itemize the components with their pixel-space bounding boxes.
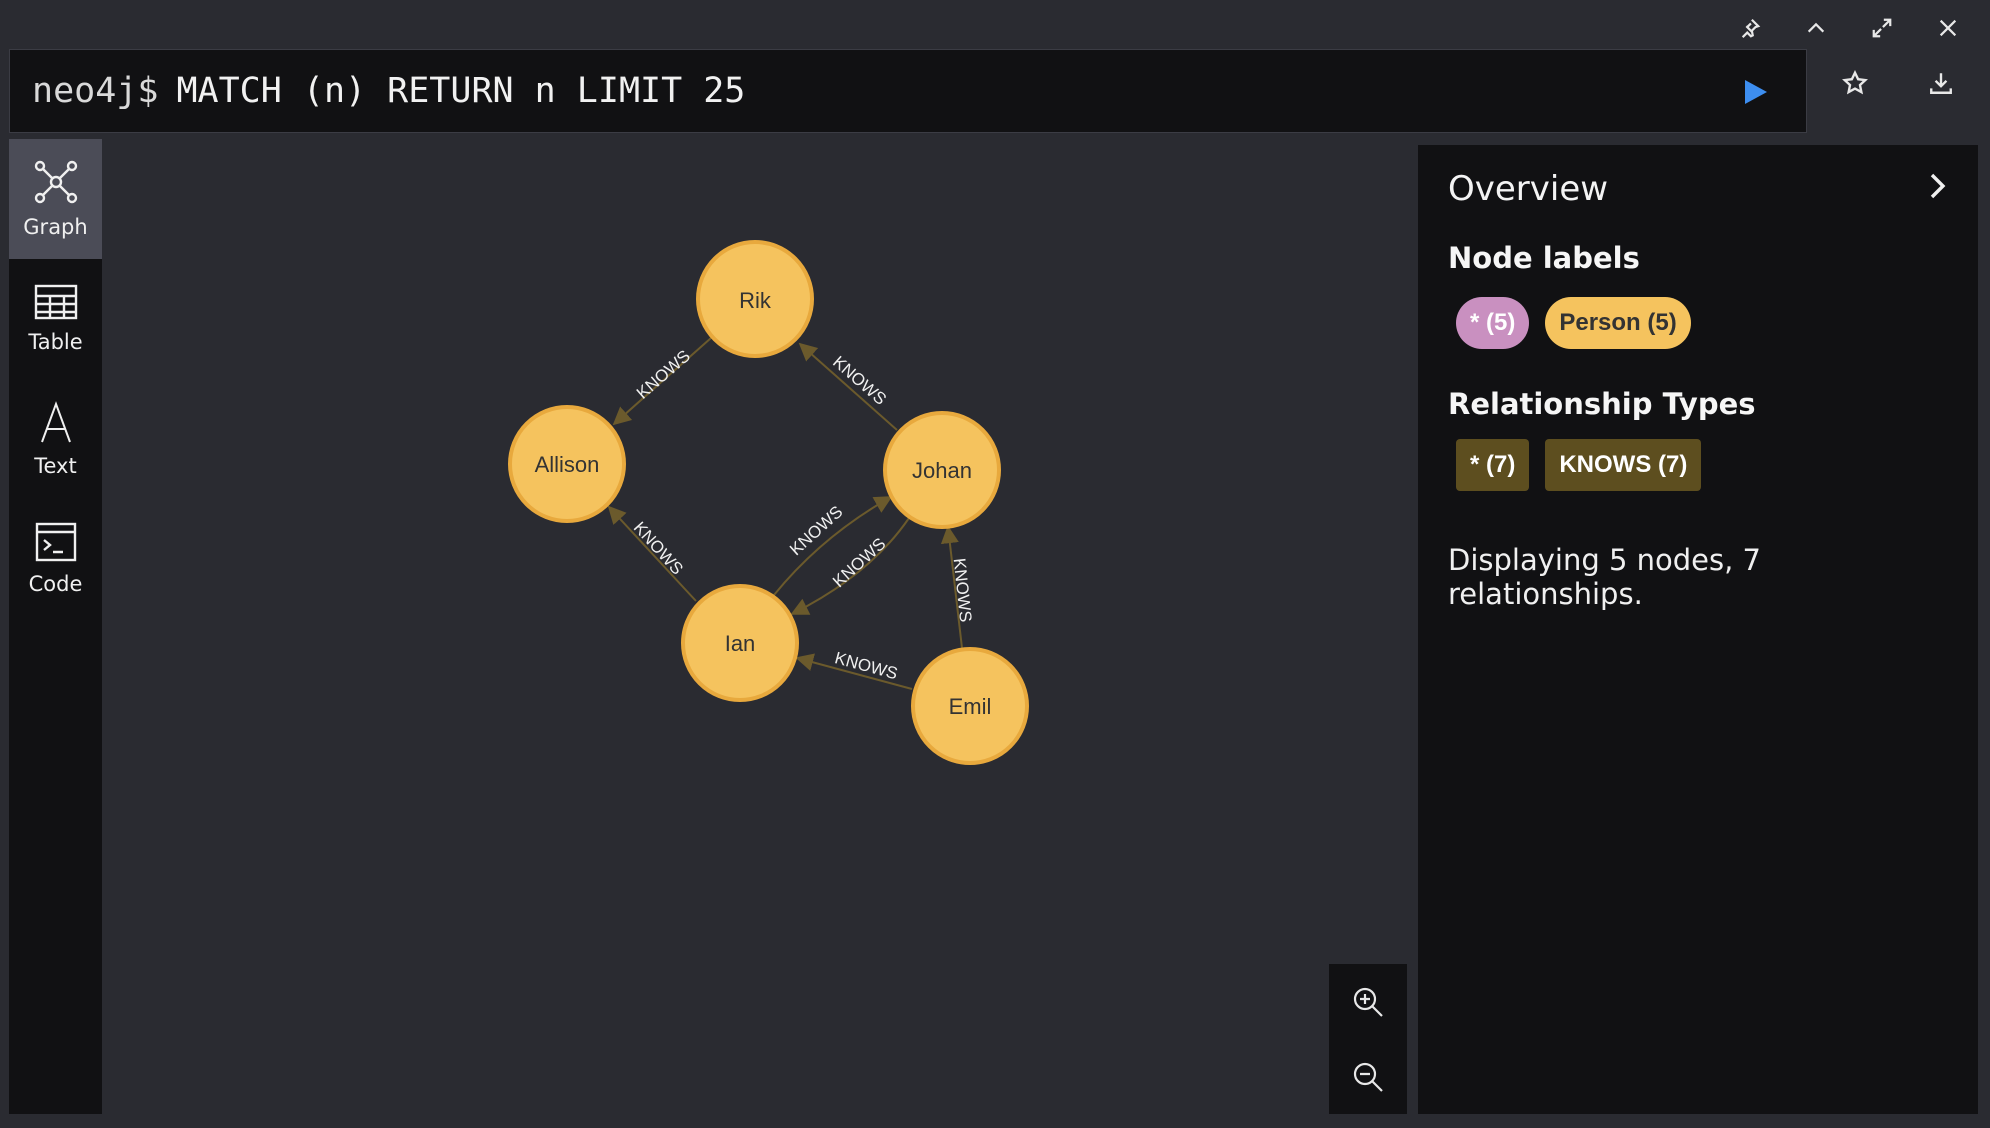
frame-controls	[1728, 8, 1970, 48]
star-icon[interactable]	[1838, 66, 1872, 100]
text-icon	[40, 401, 71, 443]
fullscreen-icon[interactable]	[1860, 8, 1904, 48]
relationship-type-chip-all[interactable]: * (7)	[1456, 439, 1530, 491]
relationship-rik-allison[interactable]: KNOWS	[612, 337, 712, 426]
close-icon[interactable]	[1926, 8, 1970, 48]
query-line[interactable]: neo4j$ MATCH (n) RETURN n LIMIT 25	[10, 71, 745, 111]
view-sidebar: Graph Table Text Code	[9, 139, 102, 1114]
node-rik[interactable]: Rik	[696, 240, 814, 358]
relationship-label: KNOWS	[833, 648, 900, 683]
node-johan[interactable]: Johan	[883, 411, 1001, 529]
node-label: Ian	[725, 631, 756, 656]
editor-prompt: neo4j$	[32, 71, 159, 111]
sidebar-item-label: Code	[28, 572, 83, 596]
pin-icon[interactable]	[1728, 8, 1772, 48]
chevron-right-icon[interactable]	[1924, 171, 1950, 201]
relationship-label: KNOWS	[829, 534, 889, 591]
download-icon[interactable]	[1924, 66, 1958, 100]
code-icon	[35, 522, 76, 562]
graph-summary: Displaying 5 nodes, 7 relationships.	[1448, 543, 1761, 611]
relationship-type-chips: * (7) KNOWS (7)	[1456, 439, 1948, 491]
editor-actions	[1838, 66, 1958, 100]
relationship-label: KNOWS	[633, 346, 694, 402]
node-label-chip-all[interactable]: * (5)	[1456, 297, 1530, 349]
sidebar-item-label: Graph	[23, 215, 88, 239]
relationship-label: KNOWS	[829, 352, 890, 408]
relationship-ian-allison[interactable]: KNOWS	[607, 505, 697, 602]
table-icon	[34, 284, 77, 320]
relationship-type-chip-knows[interactable]: KNOWS (7)	[1545, 439, 1702, 491]
node-label: Rik	[739, 288, 772, 313]
query-editor[interactable]: neo4j$ MATCH (n) RETURN n LIMIT 25	[9, 49, 1807, 133]
collapse-icon[interactable]	[1794, 8, 1838, 48]
overview-title: Overview	[1448, 169, 1609, 209]
sidebar-item-label: Table	[28, 330, 83, 354]
relationship-label: KNOWS	[950, 557, 976, 623]
node-label: Johan	[912, 458, 972, 483]
relationship-label: KNOWS	[630, 518, 687, 578]
zoom-out-icon[interactable]	[1351, 1060, 1385, 1094]
sidebar-item-graph[interactable]: Graph	[9, 139, 102, 259]
node-emil[interactable]: Emil	[911, 647, 1029, 765]
node-label-chip-person[interactable]: Person (5)	[1545, 297, 1691, 349]
relationship-johan-rik[interactable]: KNOWS	[798, 342, 898, 431]
sidebar-item-label: Text	[34, 454, 77, 478]
relationship-emil-ian[interactable]: KNOWS	[795, 648, 913, 690]
overview-panel: Overview Node labels * (5) Person (5) Re…	[1418, 145, 1978, 1114]
node-allison[interactable]: Allison	[508, 405, 626, 523]
node-label: Emil	[949, 694, 992, 719]
node-ian[interactable]: Ian	[681, 584, 799, 702]
sidebar-item-table[interactable]: Table	[9, 259, 102, 379]
relationship-emil-johan[interactable]: KNOWS	[940, 525, 976, 649]
zoom-controls	[1329, 964, 1407, 1114]
graph-canvas[interactable]: KNOWS KNOWS KNOWS KNOWS KNOWS KNOWS KNOW…	[102, 139, 1418, 1114]
run-icon[interactable]	[1740, 77, 1770, 107]
sidebar-item-code[interactable]: Code	[9, 499, 102, 619]
graph-icon	[34, 160, 77, 204]
query-text[interactable]: MATCH (n) RETURN n LIMIT 25	[176, 71, 746, 111]
zoom-in-icon[interactable]	[1351, 985, 1385, 1019]
node-label: Allison	[535, 452, 600, 477]
sidebar-item-text[interactable]: Text	[9, 379, 102, 499]
node-labels-heading: Node labels	[1448, 241, 1640, 275]
node-label-chips: * (5) Person (5)	[1456, 297, 1948, 349]
relationship-types-heading: Relationship Types	[1448, 387, 1756, 421]
